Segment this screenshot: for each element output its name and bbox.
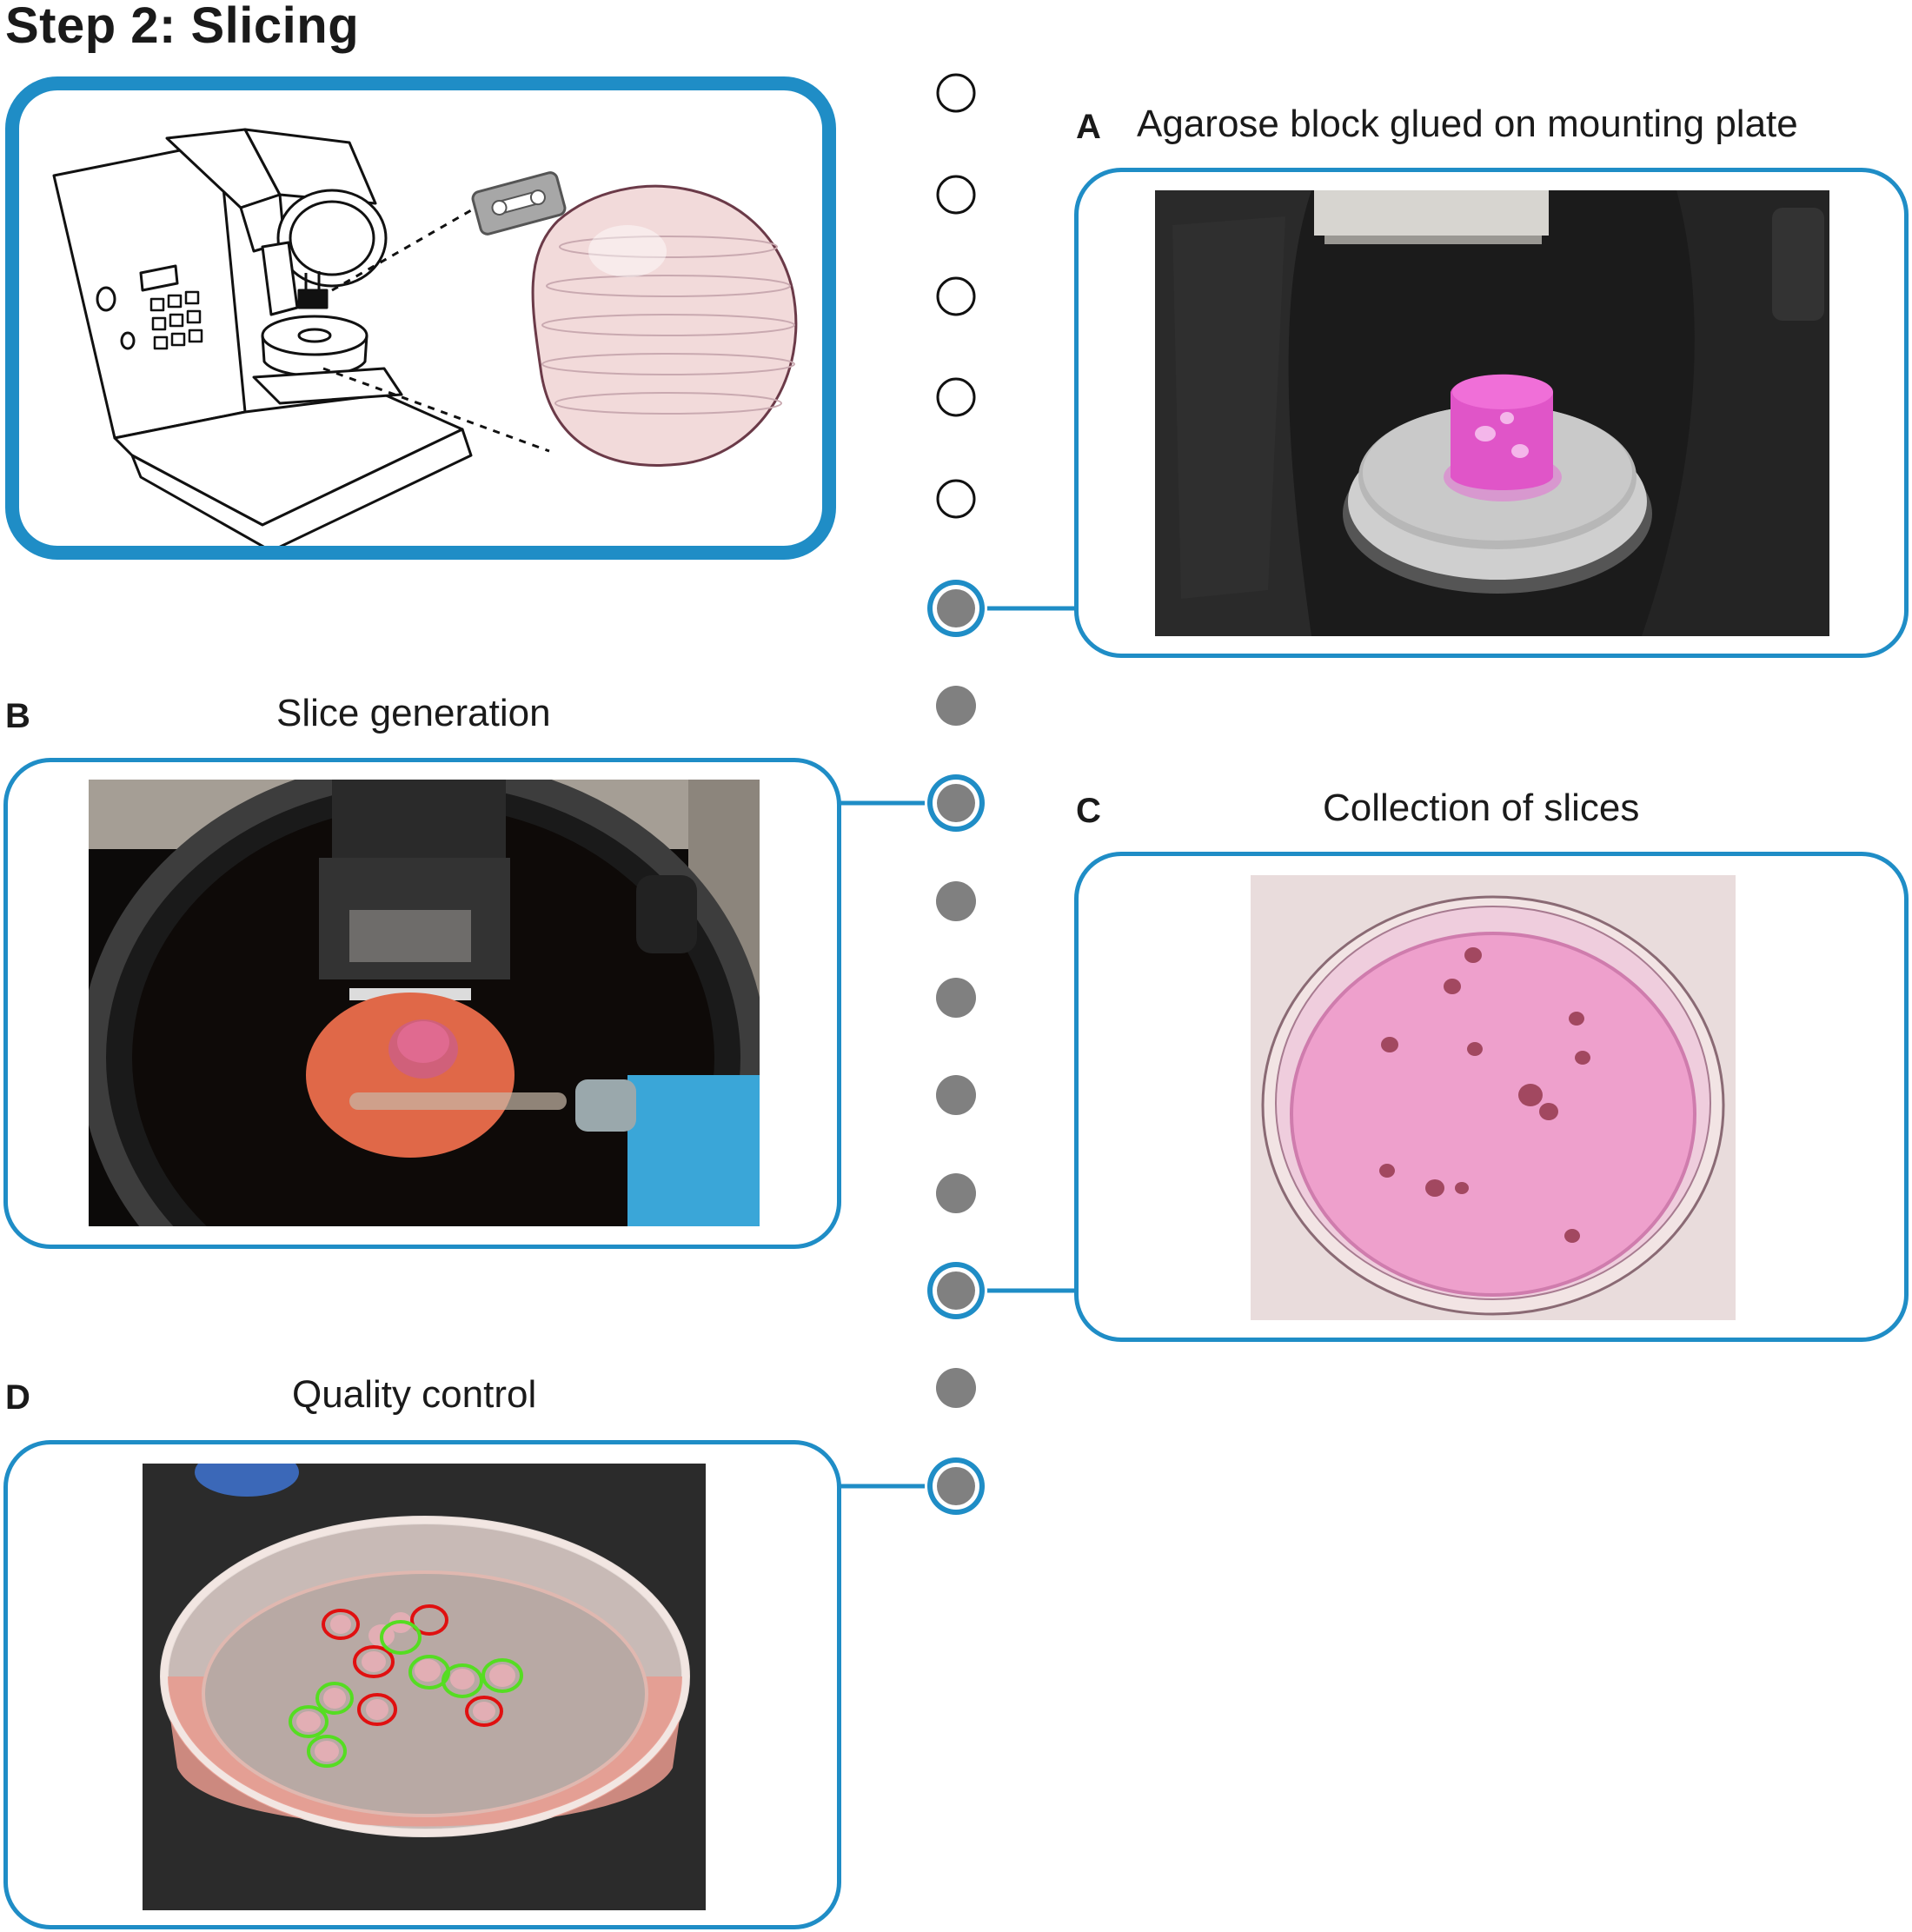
tissue-slices-illustration	[531, 184, 798, 467]
timeline-dot-open	[936, 276, 976, 316]
panel-b-box	[3, 758, 841, 1249]
timeline-dot-filled	[936, 978, 976, 1018]
panel-d-letter: D	[5, 1378, 30, 1417]
panel-a-photo	[1155, 190, 1829, 636]
timeline-dot-filled	[936, 1368, 976, 1408]
panel-d-box	[3, 1440, 841, 1929]
panel-a-box	[1074, 168, 1909, 658]
razor-blade-icon	[471, 171, 567, 236]
panel-c-photo	[1251, 875, 1736, 1320]
panel-d-title: Quality control	[292, 1373, 537, 1416]
timeline-dot-open	[936, 377, 976, 417]
timeline-dot-filled	[936, 881, 976, 921]
panel-c-title: Collection of slices	[1323, 787, 1640, 829]
vibratome-illustration	[52, 128, 798, 553]
panel-a-title: Agarose block glued on mounting plate	[1137, 103, 1798, 145]
timeline-dot-filled	[936, 686, 976, 726]
illustration-box	[5, 76, 836, 560]
page-title: Step 2: Slicing	[5, 0, 360, 54]
panel-b-photo	[89, 780, 760, 1226]
panel-a-letter: A	[1076, 108, 1101, 146]
panel-b-title: Slice generation	[276, 692, 551, 734]
timeline-dot-open	[936, 479, 976, 519]
panel-d-photo	[143, 1464, 706, 1910]
timeline-dot-filled	[936, 1075, 976, 1115]
timeline-dot-open	[936, 175, 976, 215]
panel-c-box	[1074, 852, 1909, 1342]
panel-c-letter: C	[1076, 792, 1101, 830]
panel-b-letter: B	[5, 697, 30, 735]
timeline-dot-filled	[936, 1173, 976, 1213]
timeline-dot-open	[936, 73, 976, 113]
